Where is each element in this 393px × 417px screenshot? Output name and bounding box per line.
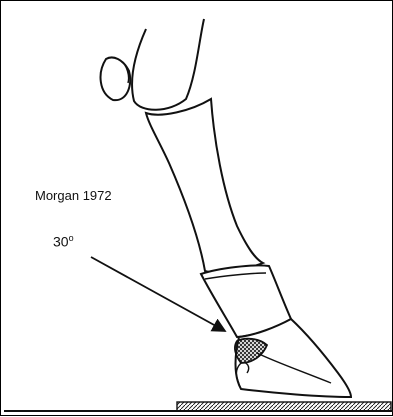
angle-degree-mark: o (69, 233, 74, 243)
sesamoid-bone (101, 58, 131, 101)
angle-value: 30 (53, 234, 69, 250)
angle-label: 30o (53, 233, 74, 250)
upper-bone-outline (132, 19, 204, 110)
figure-caption: Morgan 1972 (35, 188, 112, 203)
hoof-support-block (177, 402, 391, 411)
long-pastern-bone (146, 99, 263, 272)
